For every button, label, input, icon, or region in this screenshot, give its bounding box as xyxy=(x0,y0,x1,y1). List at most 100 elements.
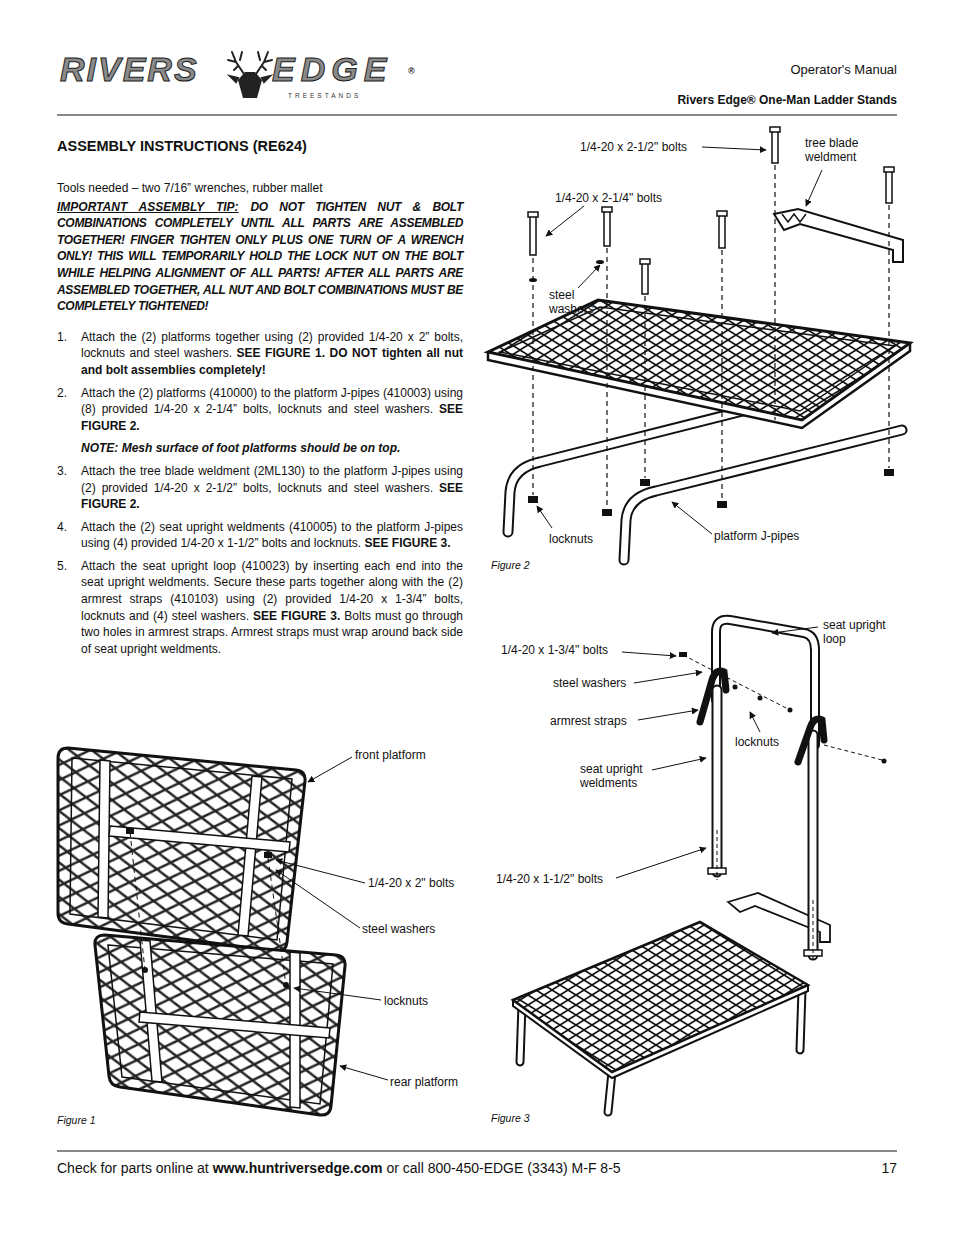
figure-3-drawing xyxy=(708,868,822,956)
figure-2-drawing xyxy=(642,262,648,294)
figure-2-drawing xyxy=(602,207,612,212)
figure-2-drawing xyxy=(532,258,533,495)
figure-3-drawing xyxy=(717,830,718,880)
part-label: locknuts xyxy=(735,735,779,749)
figure-3-drawing xyxy=(758,696,763,701)
figure-1-drawing xyxy=(95,935,345,1115)
figure-3-drawing xyxy=(772,627,818,633)
figure-1-drawing xyxy=(139,940,330,1108)
figure-3-drawing xyxy=(652,758,706,770)
step-number: 3. xyxy=(57,463,67,480)
part-label: seat upright loop xyxy=(823,618,903,647)
figure-2-drawing xyxy=(606,248,607,508)
figure-2-drawing xyxy=(782,214,806,222)
figure-2-drawing xyxy=(717,501,727,508)
figure-2-drawing xyxy=(640,479,650,486)
part-label: 1/4-20 x 1-1/2" bolts xyxy=(496,872,603,886)
figure-1-drawing xyxy=(140,940,162,1082)
figure-2-drawing xyxy=(508,400,902,560)
figure-2-drawing xyxy=(774,165,775,420)
instruction-paragraph: IMPORTANT ASSEMBLY TIP: DO NOT TIGHTEN N… xyxy=(57,199,463,315)
figure-2-drawing xyxy=(884,469,894,476)
part-label: seat upright weldments xyxy=(580,762,660,791)
figure-2-drawing xyxy=(644,296,645,478)
figure-1-drawing xyxy=(308,757,352,782)
instruction-text: Tools needed – two 7/16” wrenches, rubbe… xyxy=(57,181,322,195)
figure-1-drawing xyxy=(283,982,289,988)
figure-1-drawing xyxy=(238,776,262,936)
instruction-text: SEE FIGURE 3. xyxy=(253,609,340,623)
part-label: 1/4-20 x 2" bolts xyxy=(368,876,454,890)
instruction-text: SEE FIGURE 3. xyxy=(365,536,451,550)
figure-2-drawing xyxy=(886,170,892,203)
instruction-text: SEE FIGURE 1. xyxy=(237,346,325,360)
deer-logo xyxy=(256,52,272,74)
figure-3-drawing xyxy=(798,719,824,762)
figure-2-drawing xyxy=(774,209,903,262)
footer-text: or call 800-450-EDGE (3343) M-F 8-5 xyxy=(386,1160,620,1176)
part-label: armrest straps xyxy=(550,714,627,728)
instruction-paragraph: NOTE: Mesh surface of foot platforms sho… xyxy=(57,440,463,457)
figure-2-drawing xyxy=(530,215,536,255)
figure-1-drawing xyxy=(264,852,272,858)
deer-logo xyxy=(230,76,270,82)
figure-2-drawing xyxy=(888,205,889,468)
figure-2-drawing xyxy=(533,165,889,508)
figure-1-drawing xyxy=(130,832,286,985)
figure-1-drawing xyxy=(142,967,148,973)
figure-3-drawing xyxy=(716,620,815,745)
rule-line xyxy=(57,115,897,1151)
instruction-column: Tools needed – two 7/16” wrenches, rubbe… xyxy=(57,180,463,657)
instruction-paragraph: 4.Attach the (2) seat upright weldments … xyxy=(57,519,463,552)
instruction-text: IMPORTANT ASSEMBLY TIP: xyxy=(57,200,239,214)
figure-1-drawing xyxy=(109,826,290,852)
figure-3-drawing xyxy=(750,712,760,732)
figure-2-drawing xyxy=(578,265,600,288)
figure-3-drawing xyxy=(683,655,882,960)
page-number: 17 xyxy=(881,1160,897,1177)
figure-3-drawing xyxy=(813,900,814,960)
figure-2-drawing xyxy=(806,170,822,206)
part-label: rear platform xyxy=(390,1075,458,1089)
figure-caption: Figure 3 xyxy=(491,1112,530,1125)
instruction-paragraph: 3.Attach the tree blade weldment (2ML130… xyxy=(57,463,463,513)
logo-word: RIVERS xyxy=(60,52,199,86)
figure-1-drawing xyxy=(139,1012,330,1038)
deer-logo xyxy=(238,72,262,98)
figure-3-drawing xyxy=(513,922,808,1072)
instruction-paragraph: 5.Attach the seat upright loop (410023) … xyxy=(57,558,463,658)
figure-2-drawing xyxy=(672,502,712,534)
figure-2-drawing xyxy=(602,509,612,516)
figure-3-drawing xyxy=(700,671,824,762)
figure-3-drawing xyxy=(513,620,887,1112)
figure-3-drawing xyxy=(788,708,793,713)
figure-1-drawing xyxy=(268,858,286,985)
figure-1-drawing xyxy=(58,748,305,951)
figure-1-drawing xyxy=(98,760,110,918)
part-label: front platform xyxy=(355,748,426,762)
step-number: 1. xyxy=(57,329,67,346)
instruction-text: DO NOT TIGHTEN NUT & BOLT COMBINATIONS C… xyxy=(57,200,463,314)
manual-name: Operator's Manual xyxy=(790,62,897,78)
figure-1-drawing xyxy=(58,748,388,1115)
figure-3-drawing xyxy=(700,671,726,722)
instruction-paragraph: 1.Attach the (2) platforms together usin… xyxy=(57,329,463,379)
figure-caption: Figure 1 xyxy=(57,1114,96,1127)
part-label: steel washers xyxy=(553,676,626,690)
part-label: steel washers xyxy=(549,288,611,317)
footer-text: Check for parts online at xyxy=(57,1160,209,1176)
step-number: 4. xyxy=(57,519,67,536)
figure-3-drawing xyxy=(716,620,815,955)
figure-2-drawing xyxy=(528,260,894,516)
figure-2-drawing xyxy=(717,211,727,216)
figure-3-drawing xyxy=(683,655,790,710)
rule-line xyxy=(57,1151,897,1152)
figure-2-drawing xyxy=(721,250,722,500)
figure-2-drawing xyxy=(624,430,902,560)
figure-3-drawing xyxy=(679,652,687,657)
figure-3-drawing xyxy=(800,990,802,1050)
figure-3-drawing xyxy=(800,990,802,1050)
part-label: locknuts xyxy=(549,532,593,546)
figure-2-drawing xyxy=(624,430,902,560)
deer-logo xyxy=(228,52,244,74)
